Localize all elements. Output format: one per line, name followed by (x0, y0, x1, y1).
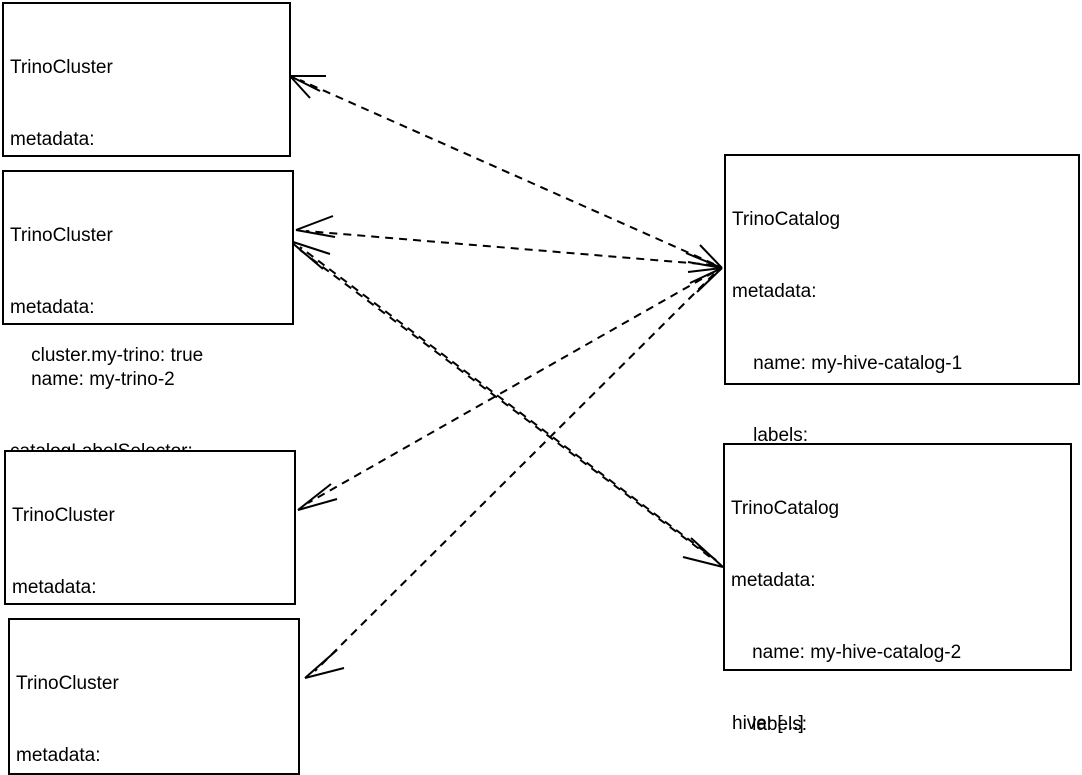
node-trinocluster-my-trino[interactable]: TrinoCluster metadata: name: my-trino ca… (2, 2, 291, 366)
node-trinocatalog-my-hive-catalog-2-text: TrinoCatalog metadata: name: my-hive-cat… (731, 449, 962, 775)
node-trinocatalog-my-hive-catalog-2[interactable]: TrinoCatalog metadata: name: my-hive-cat… (723, 443, 1072, 735)
node-trinocluster-my-trino-green-text: TrinoCluster metadata: name: my-trino-gr… (16, 624, 219, 775)
node-line: metadata: (10, 129, 95, 150)
node-line: TrinoCatalog (732, 209, 841, 230)
node-trinocluster-my-trino-green[interactable]: TrinoCluster metadata: name: my-trino-gr… (8, 618, 300, 775)
node-line: labels: (732, 425, 809, 446)
node-line: metadata: (10, 297, 95, 318)
node-line: metadata: (732, 281, 817, 302)
node-line: labels: (731, 714, 808, 735)
node-line: name: my-hive-catalog-2 (731, 642, 962, 663)
edge-catalog1-to-my-trino-green (304, 273, 715, 679)
edge-catalog1-to-my-trino-blue (297, 271, 715, 511)
node-line: metadata: (16, 745, 101, 766)
node-line: TrinoCluster (12, 505, 115, 526)
node-line: TrinoCatalog (731, 498, 840, 519)
node-line: TrinoCluster (10, 57, 113, 78)
edge-my-trino-2-to-catalog2 (299, 249, 724, 568)
node-line: TrinoCluster (10, 225, 113, 246)
edge-catalog2-to-my-trino-2 (289, 240, 717, 561)
edge-hub-fan (685, 244, 723, 293)
node-line: hive: [...] (732, 713, 804, 734)
node-line: metadata: (731, 570, 816, 591)
node-line: metadata: (12, 577, 97, 598)
node-line: name: my-hive-catalog-1 (732, 353, 963, 374)
node-line: TrinoCluster (16, 673, 119, 694)
edge-catalog1-to-my-trino-2 (295, 215, 715, 266)
node-line: name: my-trino-2 (10, 369, 175, 390)
node-line: cluster.my-trino: true (10, 345, 204, 366)
node-trinocatalog-my-hive-catalog-1[interactable]: TrinoCatalog metadata: name: my-hive-cat… (724, 154, 1080, 734)
edge-catalog1-to-my-trino (289, 75, 715, 265)
node-trinocluster-my-trino-blue[interactable]: TrinoCluster metadata: name: my-trino-bl… (4, 450, 296, 742)
node-trinocluster-my-trino-2[interactable]: TrinoCluster metadata: name: my-trino-2 … (2, 170, 294, 534)
